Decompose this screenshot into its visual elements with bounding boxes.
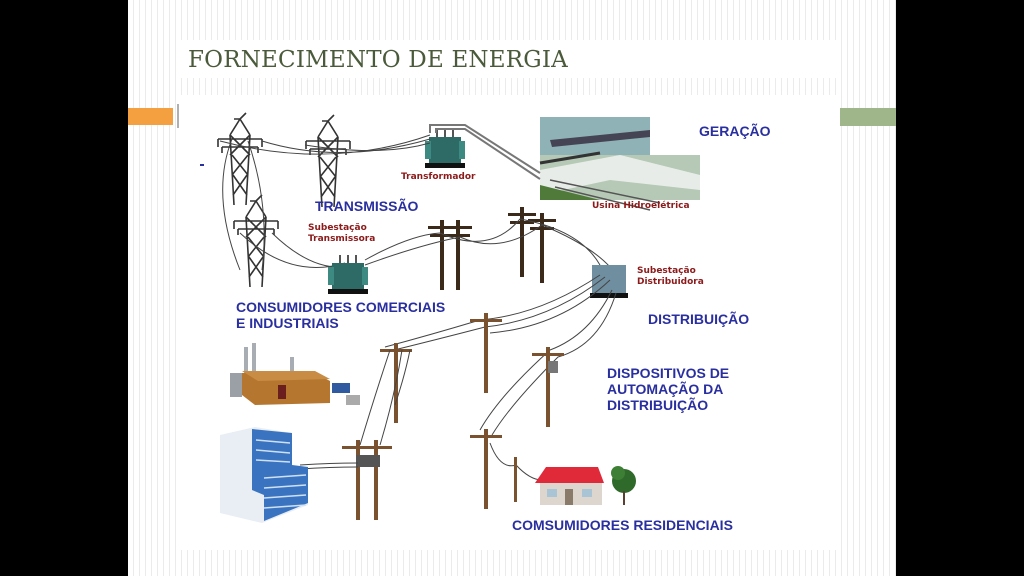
label-geracao: GERAÇÃO [699, 123, 771, 139]
label-subestacao-transmissora-2: Transmissora [308, 234, 376, 244]
utility-pole-icon [444, 220, 472, 290]
automation-device-icon [548, 361, 558, 373]
label-subestacao-transmissora-1: Subestação [308, 223, 367, 233]
transmission-tower-icon [217, 112, 263, 206]
accent-bar-right [838, 108, 896, 126]
label-dispositivos-3: DISTRIBUIÇÃO [607, 397, 709, 413]
utility-pole-icon [470, 429, 502, 509]
accent-bar-left [128, 108, 173, 125]
tree-icon [611, 466, 636, 505]
slide: FORNECIMENTO DE ENERGIA [128, 0, 896, 576]
label-subestacao-distribuidora-2: Distribuidora [637, 277, 704, 287]
pole-transformer-icon [356, 455, 380, 467]
label-subestacao-distribuidora-1: Subestação [637, 266, 696, 276]
transmission-tower-icon [305, 114, 351, 208]
transformer-icon [327, 254, 369, 295]
label-consumidores-residenciais: COMSUMIDORES RESIDENCIAIS [512, 517, 733, 533]
hydroelectric-dam-image [539, 117, 700, 211]
utility-pole-icon [342, 440, 374, 520]
label-distribuicao: DISTRIBUIÇÃO [648, 311, 750, 327]
utility-pole-icon [508, 207, 536, 277]
title-band [178, 40, 838, 78]
accent-divider [177, 104, 179, 128]
pad-transformer-icon [346, 395, 360, 405]
label-usina-hidroeletrica: Usina Hidroelétrica [592, 201, 690, 211]
office-building-icon [220, 427, 308, 523]
transformer-icon [424, 128, 466, 169]
utility-pole-icon [428, 220, 456, 290]
label-transmissao: TRANSMISSÃO [315, 198, 419, 214]
label-transformador: Transformador [401, 172, 476, 182]
factory-icon [230, 343, 350, 405]
label-consumidores-comerciais-1: CONSUMIDORES COMERCIAIS [236, 299, 446, 315]
label-dispositivos-1: DISPOSITIVOS DE [607, 365, 730, 381]
label-dispositivos-2: AUTOMAÇÃO DA [607, 381, 724, 397]
utility-pole-icon [360, 440, 392, 520]
utility-pole-icon [532, 347, 564, 427]
transmission-tower-icon [233, 194, 279, 288]
slide-title: FORNECIMENTO DE ENERGIA [188, 47, 568, 73]
house-icon [535, 467, 604, 505]
label-consumidores-comerciais-2: E INDUSTRIAIS [236, 315, 339, 331]
energy-supply-diagram: GERAÇÃO Transformador Usina Hidroelétric… [180, 95, 840, 550]
